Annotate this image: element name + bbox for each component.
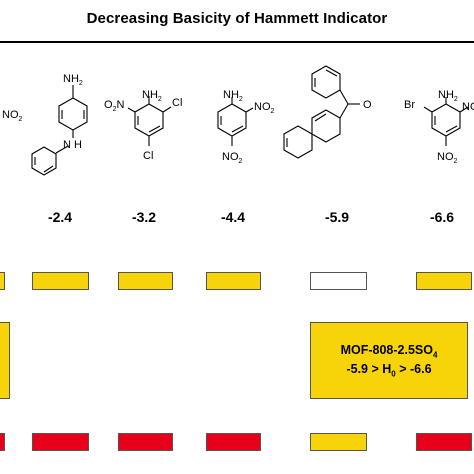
ring-4 [217, 103, 247, 137]
ring-2b [31, 146, 57, 176]
ring-2a [58, 97, 88, 131]
label-nh2-2: NH2 [63, 73, 83, 87]
row3-bar-4 [206, 433, 261, 451]
value-4: -5.9 [324, 209, 350, 225]
ring-5b [311, 109, 341, 143]
label-nh2-6: NH2 [438, 89, 458, 103]
row3-bar-2 [32, 433, 89, 451]
label-no2-1: NO2 [2, 109, 23, 123]
label-nh2-4: NH2 [223, 89, 243, 103]
value-3: -4.4 [220, 209, 246, 225]
label-nh-2: N H [63, 139, 82, 151]
value-5: -6.6 [429, 209, 455, 225]
row3-bar-5 [310, 433, 367, 451]
row1-bar-1 [0, 272, 5, 290]
row1-bar-2 [32, 272, 89, 290]
mof-range: -5.9 > H0 > -6.6 [346, 361, 432, 379]
title-divider [0, 41, 474, 43]
left-partial-box [0, 322, 10, 399]
value-2: -3.2 [131, 209, 157, 225]
row1-bar-6 [416, 272, 472, 290]
mof-result-box: MOF-808-2.5SO4 -5.9 > H0 > -6.6 [310, 322, 468, 399]
label-no2-6b: NO2 [437, 151, 458, 165]
row3-bar-1 [0, 433, 5, 451]
label-o2n-3: O2N [104, 99, 124, 113]
ring-6 [431, 103, 461, 137]
label-cl-3a: Cl [172, 97, 182, 109]
label-cl-3b: Cl [143, 150, 153, 162]
mof-label: MOF-808-2.5SO4 [340, 343, 438, 360]
label-o-5: O [363, 99, 372, 111]
label-no2-4b: NO2 [222, 151, 243, 165]
ring-5a [311, 65, 341, 99]
ring-3 [134, 103, 164, 137]
row3-bar-6 [416, 433, 472, 451]
row1-bar-3 [118, 272, 173, 290]
row1-bar-5 [310, 272, 367, 290]
label-no2-6a: NO [462, 101, 474, 113]
value-1: -2.4 [47, 209, 73, 225]
page-title: Decreasing Basicity of Hammett Indicator [86, 10, 388, 27]
label-nh2-3: NH2 [142, 89, 162, 103]
ring-5c [283, 125, 313, 159]
label-no2-4a: NO2 [254, 101, 275, 115]
row3-bar-3 [118, 433, 173, 451]
label-br-6: Br [404, 99, 415, 111]
indicator-structures: NO2 NH2 N H NH2 O2N Cl Cl NH2 NO2 NO2 O … [2, 65, 474, 176]
row1-bar-4 [206, 272, 261, 290]
